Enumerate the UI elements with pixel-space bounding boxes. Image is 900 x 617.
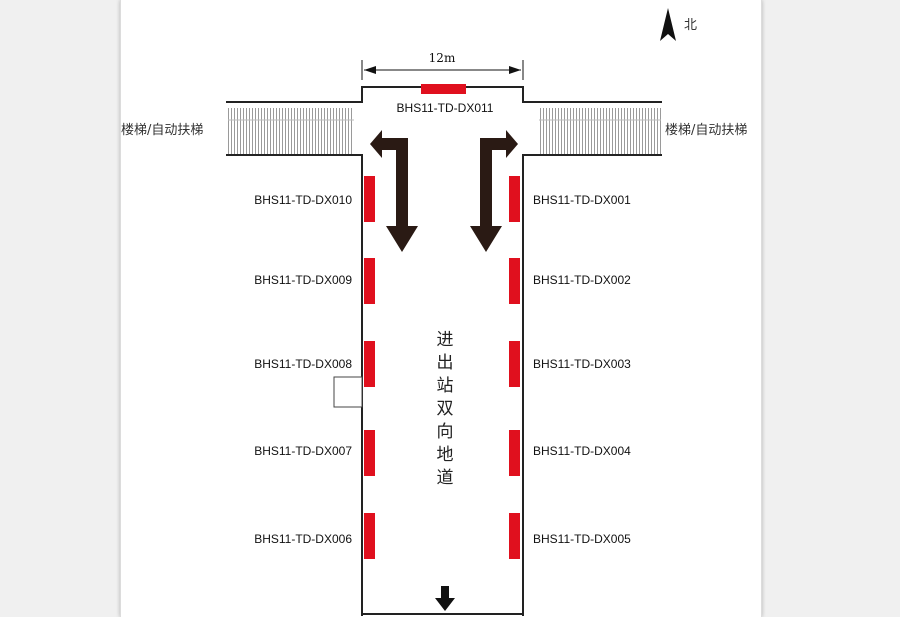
corridor-title-char: 双 bbox=[437, 399, 454, 419]
stair-hatch-right bbox=[539, 108, 661, 154]
dimension-arrow-left-icon bbox=[364, 66, 376, 74]
device-label-east-2: BHS11-TD-DX002 bbox=[533, 273, 631, 287]
device-marker-west-2[interactable] bbox=[364, 258, 375, 304]
device-label-west-1: BHS11-TD-DX010 bbox=[254, 193, 352, 207]
corridor-title-char: 向 bbox=[437, 422, 454, 442]
device-marker-west-1[interactable] bbox=[364, 176, 375, 222]
dimension-label: 12m bbox=[429, 51, 456, 65]
north-arrow-icon bbox=[660, 8, 676, 41]
device-label-east-1: BHS11-TD-DX001 bbox=[533, 193, 631, 207]
device-label-west-2: BHS11-TD-DX009 bbox=[254, 273, 352, 287]
device-label-west-4: BHS11-TD-DX007 bbox=[254, 444, 352, 458]
corridor-title-char: 出 bbox=[437, 353, 454, 373]
north-label: 北 bbox=[684, 18, 697, 33]
flow-arrow-right-icon bbox=[470, 130, 518, 252]
device-marker-east-5[interactable] bbox=[509, 513, 520, 559]
corridor-title-char: 地 bbox=[437, 445, 454, 465]
device-label-east-5: BHS11-TD-DX005 bbox=[533, 532, 631, 546]
corridor-title-char: 站 bbox=[437, 376, 454, 396]
device-label-east-4: BHS11-TD-DX004 bbox=[533, 444, 631, 458]
device-label-west-3: BHS11-TD-DX008 bbox=[254, 357, 352, 371]
device-label-east-3: BHS11-TD-DX003 bbox=[533, 357, 631, 371]
corridor-title-char: 进 bbox=[437, 330, 454, 350]
stair-label-right: 楼梯/自动扶梯 bbox=[665, 123, 747, 138]
corridor-title-char: 道 bbox=[437, 468, 454, 488]
device-marker-west-3[interactable] bbox=[364, 341, 375, 387]
dimension-line bbox=[361, 60, 524, 80]
device-marker-top[interactable] bbox=[421, 84, 466, 94]
device-marker-east-4[interactable] bbox=[509, 430, 520, 476]
device-marker-east-3[interactable] bbox=[509, 341, 520, 387]
side-room bbox=[333, 376, 363, 408]
device-marker-west-4[interactable] bbox=[364, 430, 375, 476]
dimension-arrow-right-icon bbox=[509, 66, 521, 74]
flow-arrow-left-icon bbox=[370, 130, 418, 252]
west-devices bbox=[364, 176, 375, 559]
device-marker-east-1[interactable] bbox=[509, 176, 520, 222]
stair-label-left: 楼梯/自动扶梯 bbox=[121, 123, 203, 138]
device-marker-east-2[interactable] bbox=[509, 258, 520, 304]
exit-arrow-down-icon bbox=[435, 586, 455, 611]
device-label-west-5: BHS11-TD-DX006 bbox=[254, 532, 352, 546]
stair-hatch-left bbox=[228, 108, 354, 154]
device-label-top: BHS11-TD-DX011 bbox=[397, 101, 494, 115]
device-marker-west-5[interactable] bbox=[364, 513, 375, 559]
east-devices bbox=[509, 176, 520, 559]
